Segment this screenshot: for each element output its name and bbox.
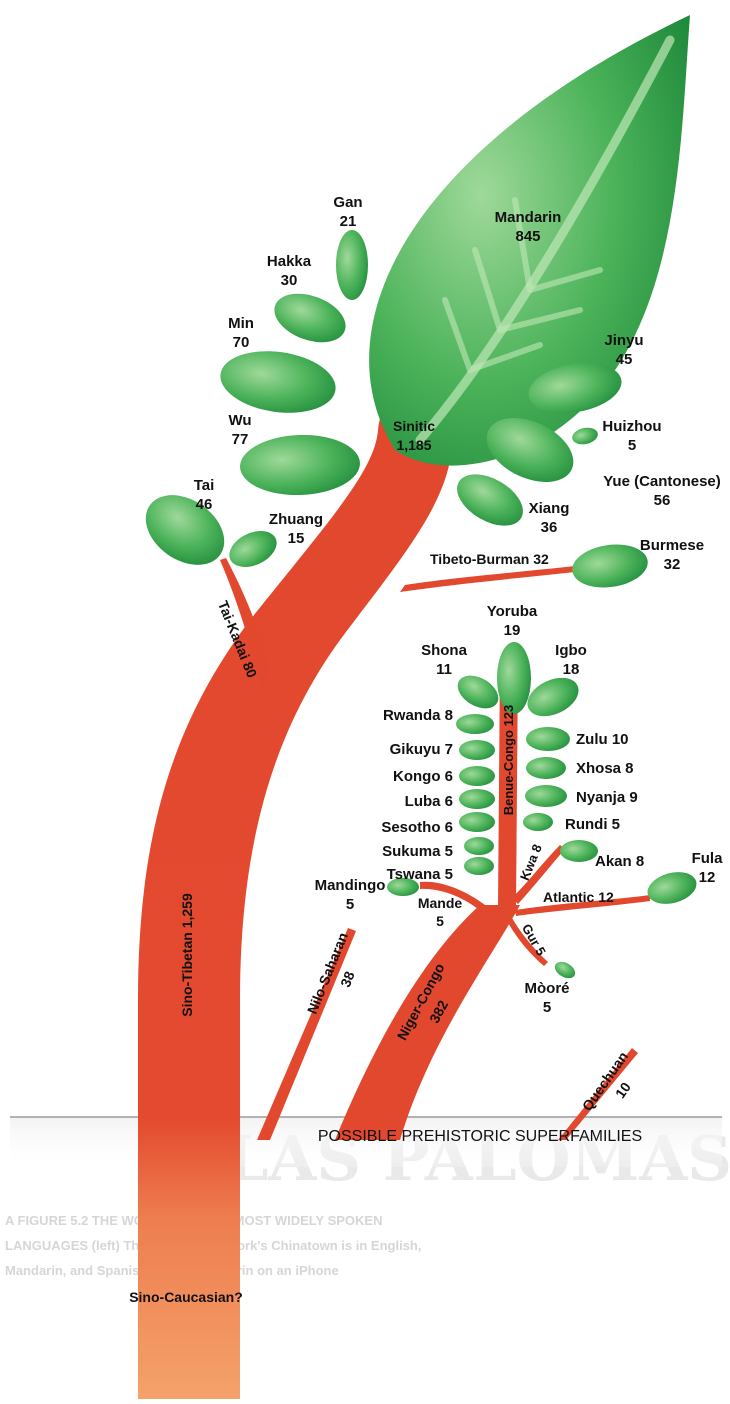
- xiang-name: Xiang: [529, 500, 570, 517]
- fula-name: Fula: [692, 850, 723, 867]
- huizhou-name: Huizhou: [602, 418, 661, 435]
- hakka-leaf: [268, 285, 353, 352]
- tswana-label: Tswana 5: [387, 866, 453, 883]
- kongo-leaf: [459, 766, 495, 786]
- niger-congo-trunk: [335, 905, 520, 1140]
- moore-leaf: [552, 958, 578, 981]
- luba-leaf: [459, 789, 495, 809]
- gikuyu-label: Gikuyu 7: [390, 741, 453, 758]
- xiang-count: 36: [541, 519, 558, 536]
- zhuang-name: Zhuang: [269, 511, 323, 528]
- banner-title: POSSIBLE PREHISTORIC SUPERFAMILIES: [318, 1128, 642, 1145]
- tswana-leaf: [464, 857, 494, 875]
- yoruba-name: Yoruba: [487, 603, 538, 620]
- sino-tibetan-label: Sino-Tibetan 1,259: [179, 893, 195, 1017]
- gan-count: 21: [340, 213, 357, 230]
- sinitic-label: Sinitic: [393, 418, 435, 434]
- nyanja-label: Nyanja 9: [576, 789, 638, 806]
- akan-label: Akan 8: [595, 853, 644, 870]
- fula-leaf: [644, 867, 700, 909]
- hakka-count: 30: [281, 272, 298, 289]
- sukuma-leaf: [464, 837, 494, 855]
- nilo-saharan-count: 38: [337, 969, 358, 990]
- sesotho-label: Sesotho 6: [381, 819, 453, 836]
- nyanja-leaf: [525, 785, 567, 807]
- jinyu-name: Jinyu: [604, 332, 643, 349]
- fula-count: 12: [699, 869, 716, 886]
- moore-name: Mòoré: [525, 980, 570, 997]
- shona-count: 11: [436, 661, 452, 678]
- mandingo-count: 5: [346, 896, 354, 913]
- tai-leaf: [133, 481, 238, 579]
- hakka-name: Hakka: [267, 253, 312, 270]
- shona-leaf: [452, 669, 504, 715]
- igbo-name: Igbo: [555, 642, 587, 659]
- xhosa-label: Xhosa 8: [576, 760, 634, 777]
- zulu-leaf: [526, 727, 570, 751]
- akan-leaf: [560, 840, 598, 862]
- gan-leaf: [336, 230, 368, 300]
- burmese-name: Burmese: [640, 537, 704, 554]
- wu-name: Wu: [228, 412, 251, 429]
- yoruba-leaf: [497, 642, 531, 714]
- moore-count: 5: [543, 999, 551, 1016]
- root-superfamily-label: Sino-Caucasian?: [129, 1289, 243, 1305]
- burmese-count: 32: [664, 556, 681, 573]
- wu-leaf: [239, 433, 361, 497]
- burmese-leaf: [569, 540, 650, 592]
- sukuma-label: Sukuma 5: [382, 843, 453, 860]
- mandarin-name: Mandarin: [495, 209, 562, 226]
- yue-name: Yue (Cantonese): [603, 473, 721, 490]
- tibeto-burman-branch: [400, 566, 575, 592]
- sinitic-count: 1,185: [396, 437, 431, 453]
- tai-count: 46: [196, 496, 213, 513]
- huizhou-count: 5: [628, 437, 636, 454]
- shona-name: Shona: [421, 642, 467, 659]
- luba-label: Luba 6: [405, 793, 453, 810]
- kongo-label: Kongo 6: [393, 768, 453, 785]
- wu-count: 77: [232, 431, 249, 448]
- zhuang-count: 15: [288, 530, 305, 547]
- mandingo-name: Mandingo: [315, 877, 386, 894]
- mande-count: 5: [436, 913, 444, 929]
- zulu-label: Zulu 10: [576, 731, 629, 748]
- tibeto-burman-label: Tibeto-Burman 32: [430, 551, 549, 567]
- zhuang-leaf: [224, 524, 283, 574]
- yoruba-count: 19: [504, 622, 521, 639]
- xhosa-leaf: [526, 757, 566, 779]
- yue-count: 56: [654, 492, 671, 509]
- min-leaf: [216, 344, 339, 420]
- sesotho-leaf: [459, 812, 495, 832]
- jinyu-count: 45: [616, 351, 633, 368]
- gan-name: Gan: [333, 194, 362, 211]
- quechuan-count: 10: [612, 1079, 634, 1101]
- huizhou-leaf: [571, 425, 600, 446]
- rundi-label: Rundi 5: [565, 816, 620, 833]
- mande-label: Mande: [418, 895, 463, 911]
- tai-name: Tai: [194, 477, 215, 494]
- rwanda-leaf: [456, 714, 494, 734]
- mandarin-count: 845: [515, 228, 540, 245]
- rwanda-label: Rwanda 8: [383, 707, 453, 724]
- igbo-count: 18: [563, 661, 580, 678]
- benue-congo-label: Benue-Congo 123: [501, 705, 516, 816]
- min-count: 70: [233, 334, 250, 351]
- gikuyu-leaf: [459, 740, 495, 760]
- min-name: Min: [228, 315, 254, 332]
- rundi-leaf: [523, 813, 553, 831]
- atlantic-label: Atlantic 12: [543, 889, 614, 905]
